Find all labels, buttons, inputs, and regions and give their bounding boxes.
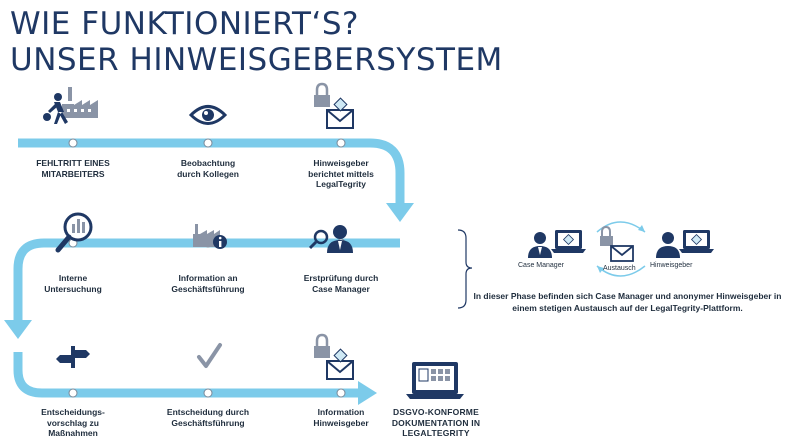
lock-envelope-exchange-icon: [600, 225, 634, 262]
exchange-arrows: [596, 221, 646, 277]
whistleblower-exchange-icon: [656, 230, 714, 258]
lock-envelope-icon: [314, 82, 354, 129]
page-title-line2: UNSER HINWEISGEBERSYSTEM: [10, 42, 503, 78]
step-label-4: Erstprüfung durch Case Manager: [303, 273, 379, 294]
laptop-document-icon: [406, 362, 464, 399]
step-label-6: Interne Untersuchung: [44, 273, 102, 294]
hinweisgeber-label: Hinweisgeber: [650, 262, 693, 269]
step-label-2: Beobachtung durch Kollegen: [177, 158, 239, 179]
step-dot: [68, 388, 78, 398]
lock-envelope-icon: [314, 333, 354, 380]
step-label-1: FEHLTRITT EINES MITARBEITERS: [36, 158, 110, 179]
step-dot: [336, 388, 346, 398]
final-step-label: DSGVO-KONFORME DOKUMENTATION IN LEGALTEG…: [391, 407, 481, 439]
checkmark-icon: [197, 343, 222, 368]
flow-arrow-right-final: [358, 381, 377, 405]
flow-band: [13, 138, 405, 398]
step-label-7: Entscheidungs- vorschlag zu Maßnahmen: [41, 407, 105, 439]
case-manager-label: Case Manager: [518, 262, 564, 269]
flow-arrow-down-left: [4, 320, 32, 339]
step-dot: [68, 138, 78, 148]
austausch-label: Austausch: [603, 265, 636, 272]
phase-bracket: [457, 229, 473, 309]
step-label-8: Entscheidung durch Geschäftsführung: [166, 407, 250, 428]
phase-description: In dieser Phase befinden sich Case Manag…: [473, 291, 782, 314]
step-label-5: Information an Geschäftsführung: [171, 273, 245, 294]
factory-info-icon: [193, 224, 227, 249]
flow-arrow-down-right: [386, 203, 414, 222]
step-label-3: Hinweisgeber berichtet mittels LegalTegr…: [308, 158, 374, 190]
case-manager-icon: [308, 225, 353, 253]
step-label-9: Information Hinweisgeber: [313, 407, 369, 428]
signpost-icon: [56, 346, 90, 368]
eye-icon: [188, 105, 228, 125]
page-title-line1: WIE FUNKTIONIERT‘S?: [10, 6, 359, 42]
step-dot: [203, 138, 213, 148]
step-dot: [336, 138, 346, 148]
magnifier-icon: [55, 212, 93, 253]
step-dot: [203, 388, 213, 398]
employee-misconduct-icon: [43, 87, 98, 124]
case-manager-exchange-icon: [528, 230, 586, 258]
